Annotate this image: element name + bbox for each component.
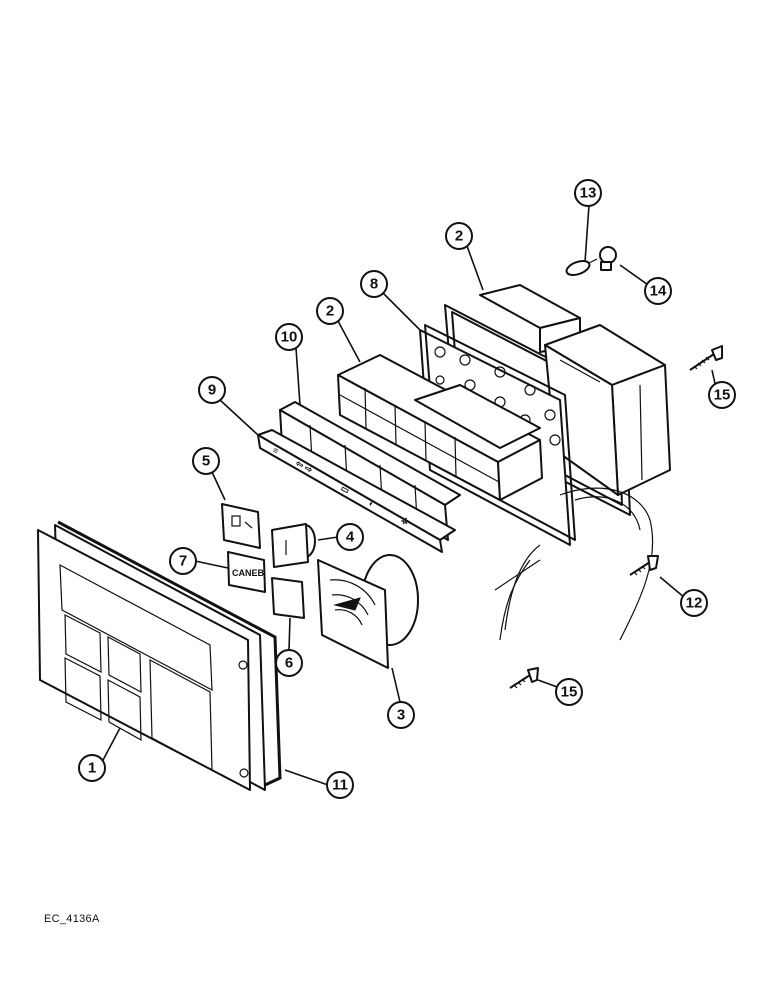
svg-text:15: 15	[714, 387, 731, 404]
wiring-harness	[494, 487, 654, 641]
svg-text:13: 13	[580, 185, 597, 202]
callout-3: 3	[387, 701, 415, 729]
svg-text:◐: ◐	[367, 498, 376, 509]
svg-text:▭: ▭	[339, 483, 351, 496]
svg-text:10: 10	[281, 329, 298, 346]
panel-gasket-part	[57, 520, 282, 787]
svg-text:15: 15	[561, 684, 578, 701]
leader-lines	[101, 204, 717, 786]
svg-text:9: 9	[208, 382, 216, 399]
blank-key-6-part	[271, 577, 305, 619]
gauge-part	[317, 554, 419, 669]
figure-code: EC_4136A	[44, 913, 100, 925]
svg-text:5: 5	[202, 453, 210, 470]
svg-text:11: 11	[332, 777, 348, 794]
front-panel-part	[37, 524, 266, 791]
svg-text:12: 12	[686, 595, 703, 612]
callout-8: 8	[360, 270, 388, 298]
screw-15-upper-part	[689, 345, 723, 371]
callout-11: 11	[326, 771, 354, 799]
bulb-part	[565, 258, 598, 276]
svg-text:14: 14	[650, 283, 667, 300]
bulb-holder-part	[599, 246, 617, 271]
key-strip-part: ≡ ⇦ ⇨ ▭ ◐ ✲	[257, 429, 456, 553]
callout-7: 7	[169, 547, 197, 575]
switch-key-5-part	[221, 503, 261, 549]
callout-4: 4	[336, 523, 364, 551]
bezel-frame-part	[337, 354, 543, 501]
callout-6: 6	[275, 649, 303, 677]
svg-text:✲: ✲	[399, 515, 411, 528]
svg-text:≡: ≡	[271, 445, 280, 456]
callout-12: 12	[680, 589, 708, 617]
callout-2-rear: 2	[445, 222, 473, 250]
svg-text:8: 8	[370, 276, 378, 293]
svg-text:7: 7	[179, 553, 187, 570]
callout-15-lower: 15	[555, 678, 583, 706]
svg-text:1: 1	[88, 760, 96, 777]
screw-15-lower-part	[509, 667, 539, 689]
callout-13: 13	[574, 179, 602, 207]
callout-5: 5	[192, 447, 220, 475]
callout-1: 1	[78, 754, 106, 782]
key-label-caneb: CANEB	[232, 568, 265, 578]
switch-key-4-part	[271, 523, 316, 568]
switch-key-7-part: CANEB	[227, 551, 266, 593]
screw-12-part	[629, 555, 659, 576]
callout-14: 14	[644, 277, 672, 305]
svg-text:4: 4	[346, 529, 355, 546]
svg-text:6: 6	[285, 655, 293, 672]
callout-9: 9	[198, 376, 226, 404]
callout-2-front: 2	[316, 297, 344, 325]
callout-10: 10	[275, 323, 303, 351]
svg-text:2: 2	[326, 303, 334, 320]
callout-15-upper: 15	[708, 381, 736, 409]
svg-text:2: 2	[455, 228, 463, 245]
svg-text:3: 3	[397, 707, 405, 724]
